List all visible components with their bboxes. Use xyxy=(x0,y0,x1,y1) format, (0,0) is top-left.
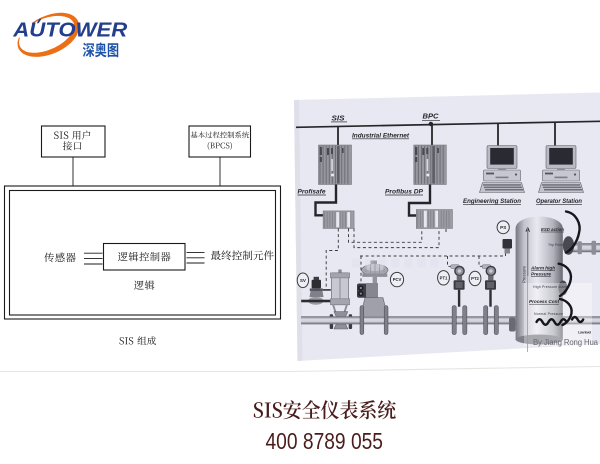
svg-text:Engineering Station: Engineering Station xyxy=(463,198,521,205)
svg-text:Industrial Ethernet: Industrial Ethernet xyxy=(352,132,410,139)
svg-text:ESD action: ESD action xyxy=(541,227,564,232)
svg-text:Process Cont: Process Cont xyxy=(529,299,559,304)
svg-text:PT2: PT2 xyxy=(471,276,479,281)
svg-text:SIS: SIS xyxy=(332,113,345,122)
svg-text:Pressure: Pressure xyxy=(522,265,527,283)
svg-text:Profisafe: Profisafe xyxy=(298,189,327,196)
svg-text:Normal Pressure: Normal Pressure xyxy=(534,312,563,316)
svg-text:400 8789 055: 400 8789 055 xyxy=(266,428,384,454)
svg-text:High Pressure alarm: High Pressure alarm xyxy=(533,285,568,289)
svg-text:By Jiang Rong Hua: By Jiang Rong Hua xyxy=(533,338,599,347)
svg-text:PCV: PCV xyxy=(393,277,402,282)
svg-text:Low level: Low level xyxy=(578,331,591,335)
svg-text:Trip Point: Trip Point xyxy=(548,243,563,247)
svg-text:Pressure: Pressure xyxy=(531,271,551,276)
svg-text:PS: PS xyxy=(500,225,506,230)
svg-text:PT1: PT1 xyxy=(440,275,448,280)
svg-text:Operator Station: Operator Station xyxy=(536,198,582,205)
svg-text:Profibus DP: Profibus DP xyxy=(385,189,424,196)
svg-text:BPC: BPC xyxy=(423,112,440,121)
svg-text:SV: SV xyxy=(300,278,307,283)
svg-text:AUTOWER: AUTOWER xyxy=(12,19,127,42)
svg-text:Alarm high: Alarm high xyxy=(530,266,555,271)
